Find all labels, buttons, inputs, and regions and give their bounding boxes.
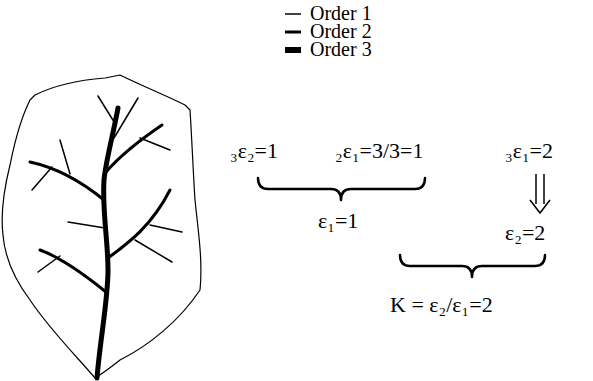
order-2-vein	[106, 125, 162, 172]
order-2-vein	[40, 250, 106, 292]
order-2-vein	[30, 162, 104, 200]
order-1-vein	[140, 138, 170, 150]
legend-text: Order 3	[310, 38, 372, 61]
order-1-vein	[32, 167, 52, 190]
order-2-vein	[108, 190, 170, 258]
legend-sample-line	[285, 13, 301, 15]
double-arrow	[530, 174, 550, 213]
legend-sample-line	[285, 47, 301, 53]
equation-label: ε₂=2	[505, 220, 545, 245]
curly-brace	[258, 178, 425, 200]
order-1-vein	[150, 225, 182, 232]
order-3-vein	[97, 108, 118, 378]
order-1-vein	[68, 222, 105, 228]
equation-label: ₃ε₂=1	[230, 138, 278, 163]
equation-label: K = ε₂/ε₁=2	[390, 292, 493, 317]
legend-sample-line	[285, 31, 301, 34]
equation-label: ε₁=1	[318, 208, 358, 233]
order-1-vein	[38, 256, 60, 272]
order-1-vein	[135, 240, 172, 262]
equation-label: ₂ε₁=3/3=1	[335, 138, 424, 163]
leaf-outline	[2, 75, 201, 378]
order-1-vein	[114, 98, 138, 138]
curly-brace	[400, 255, 545, 277]
equation-label: ₃ε₁=2	[505, 138, 553, 163]
order-1-vein	[60, 140, 70, 174]
order-1-vein	[98, 96, 116, 125]
